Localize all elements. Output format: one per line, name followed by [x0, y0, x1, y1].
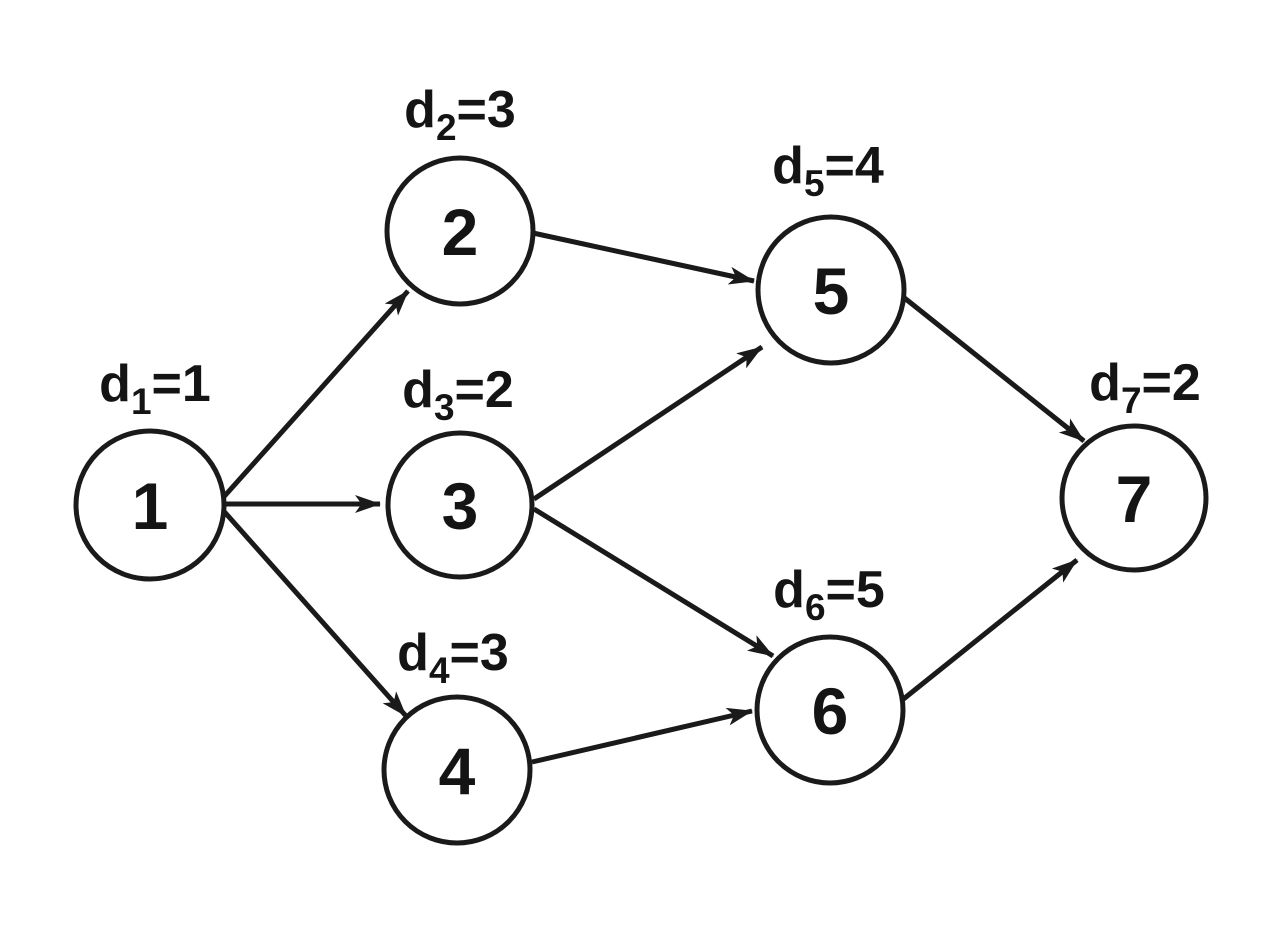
node-number-3: 3 [442, 469, 479, 543]
edges-layer [219, 230, 1086, 765]
duration-label-5: d5=4 [772, 137, 884, 204]
duration-label-4: d4=3 [397, 624, 509, 691]
edge-2-5 [532, 230, 755, 285]
duration-label-subscript: 1 [131, 381, 152, 422]
duration-label-subscript: 3 [434, 387, 455, 428]
edge-5-7 [900, 294, 1086, 443]
duration-label-value: =2 [455, 361, 514, 419]
duration-label-6: d6=5 [773, 561, 885, 628]
node-number-7: 7 [1116, 462, 1153, 536]
labels-layer: d1=1d2=3d3=2d4=3d5=4d6=5d7=2 [99, 81, 1201, 691]
duration-label-base: d [99, 355, 131, 413]
node-circle-2 [384, 155, 536, 307]
duration-label-subscript: 5 [804, 163, 825, 204]
duration-label-subscript: 4 [429, 650, 450, 691]
node-circle-7 [1059, 423, 1209, 573]
edge-3-6 [532, 506, 775, 659]
duration-label-3: d3=2 [402, 361, 514, 428]
node-circle-1 [73, 428, 227, 582]
duration-label-value: =1 [152, 355, 211, 413]
node-circle-6 [754, 634, 906, 786]
node-number-1: 1 [132, 469, 169, 543]
node-number-4: 4 [439, 734, 476, 808]
node-circle-4 [381, 694, 533, 846]
duration-label-2: d2=3 [404, 81, 516, 148]
duration-label-base: d [404, 81, 436, 139]
edge-1-4 [219, 506, 408, 718]
edge-4-6 [531, 707, 753, 765]
duration-label-1: d1=1 [99, 355, 211, 422]
node-number-5: 5 [813, 254, 850, 328]
node-number-6: 6 [812, 674, 849, 748]
nodes-layer: 1 2 3 4 5 6 7 [73, 155, 1209, 846]
duration-label-base: d [772, 137, 804, 195]
duration-label-base: d [397, 624, 429, 682]
node-circle-3 [385, 430, 535, 580]
duration-label-value: =5 [826, 561, 885, 619]
duration-label-base: d [402, 361, 434, 419]
duration-label-base: d [1089, 354, 1121, 412]
duration-label-value: =3 [457, 81, 516, 139]
edge-3-5 [532, 344, 764, 502]
duration-label-subscript: 2 [436, 107, 457, 148]
duration-label-subscript: 7 [1121, 380, 1142, 421]
node-circle-5 [755, 214, 907, 366]
node-number-2: 2 [442, 195, 479, 269]
duration-label-value: =3 [450, 624, 509, 682]
duration-label-subscript: 6 [805, 587, 826, 628]
duration-label-base: d [773, 561, 805, 619]
edge-6-7 [899, 558, 1079, 703]
duration-label-value: =2 [1142, 354, 1201, 412]
duration-label-7: d7=2 [1089, 354, 1201, 421]
duration-label-value: =4 [825, 137, 884, 195]
edge-1-2 [219, 289, 410, 502]
